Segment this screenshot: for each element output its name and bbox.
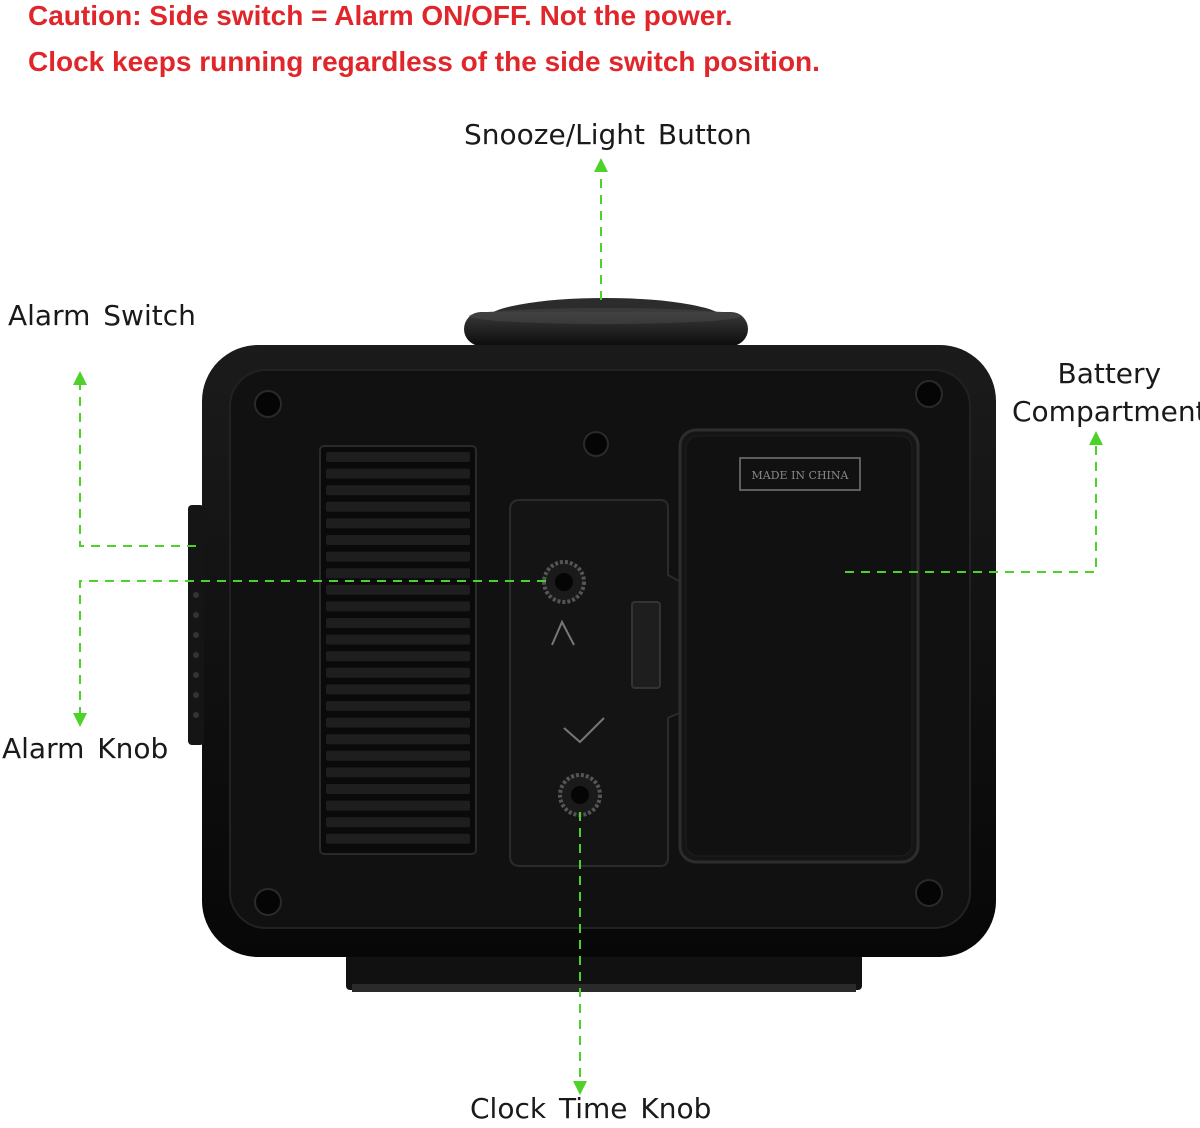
grille-slat [326, 684, 470, 695]
grille-slat [326, 618, 470, 628]
snooze-light-button[interactable] [464, 298, 748, 346]
grille-slat [326, 817, 470, 828]
callout-alarm-knob [73, 580, 546, 727]
label-battery-line-1: Battery [1057, 357, 1162, 390]
label-clock-time-knob: Clock Time Knob [470, 1092, 712, 1125]
grille-slat [326, 651, 470, 662]
clock-stand [346, 950, 862, 992]
grille-slat [326, 784, 470, 794]
grille-slat [326, 568, 470, 579]
grille-slat [326, 501, 470, 512]
clock-time-knob[interactable] [558, 773, 602, 817]
label-battery-line-2: Compartment [1012, 395, 1200, 428]
grille-slat [326, 634, 470, 645]
caution-line-1: Caution: Side switch = Alarm ON/OFF. Not… [28, 0, 733, 31]
grille-slat [326, 833, 470, 844]
callout-lines [73, 158, 1103, 1095]
grille-slat [326, 701, 470, 711]
caution-line-2: Clock keeps running regardless of the si… [28, 46, 820, 77]
grille-slat [326, 750, 470, 761]
alarm-switch[interactable] [188, 505, 204, 745]
grille-slat [326, 601, 470, 612]
callout-alarm-switch [73, 371, 196, 547]
battery-compartment[interactable]: MADE IN CHINA [678, 428, 920, 864]
label-snooze-light-button: Snooze/Light Button [464, 118, 752, 151]
callout-battery [845, 431, 1103, 573]
grille-slat [326, 468, 470, 479]
label-battery-compartment: Battery Compartment [1012, 355, 1200, 431]
grille-slat [326, 485, 470, 496]
knob-panel [509, 499, 687, 867]
grille-slat [326, 800, 470, 811]
grille-slat [326, 584, 470, 595]
grille-slat [326, 717, 470, 728]
grille-slat [326, 667, 470, 678]
grille-slat [326, 535, 470, 545]
label-alarm-switch: Alarm Switch [8, 299, 196, 332]
corner-screws [254, 380, 943, 916]
grille-slat [326, 734, 470, 745]
grille-slat [326, 551, 470, 562]
battery-door-text: MADE IN CHINA [752, 469, 850, 482]
grille-slat [326, 452, 470, 462]
label-alarm-knob: Alarm Knob [2, 732, 169, 765]
grille-slat [326, 518, 470, 529]
alarm-knob[interactable] [542, 560, 586, 604]
grille-slat [326, 767, 470, 778]
speaker-grille [319, 445, 477, 855]
